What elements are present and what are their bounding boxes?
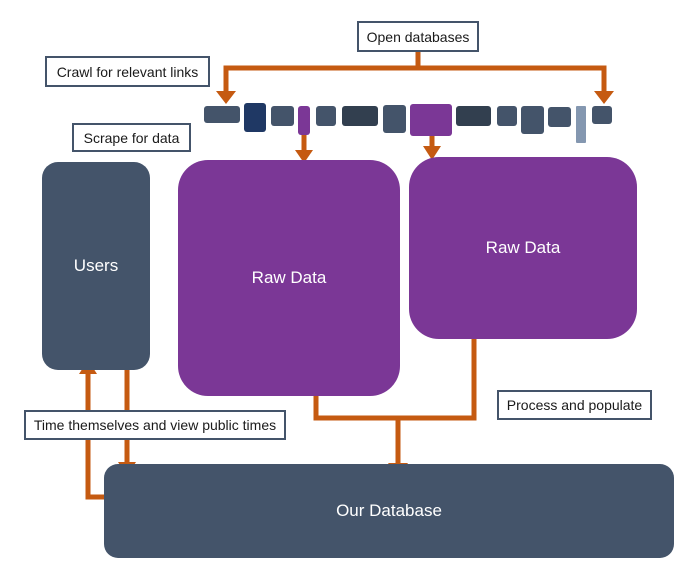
database-square-highlight[interactable] bbox=[298, 106, 310, 135]
users-label: Users bbox=[73, 256, 119, 275]
crawl-text: Crawl for relevant links bbox=[56, 63, 199, 80]
arrowhead-raw-right bbox=[423, 146, 441, 160]
database-square[interactable] bbox=[521, 106, 544, 134]
raw-data-block-right: Raw Data bbox=[409, 157, 637, 339]
time-view-label: Time themselves and view public times bbox=[24, 410, 286, 440]
database-square[interactable] bbox=[456, 106, 491, 126]
our-database-block: Our Database bbox=[104, 464, 674, 558]
database-square[interactable] bbox=[548, 107, 571, 127]
database-square[interactable] bbox=[244, 103, 266, 132]
database-square[interactable] bbox=[204, 106, 240, 123]
database-square[interactable] bbox=[342, 106, 378, 126]
database-square[interactable] bbox=[576, 106, 586, 143]
raw-data-label-left: Raw Data bbox=[251, 268, 327, 287]
arrowhead-open-right bbox=[594, 91, 614, 104]
database-square[interactable] bbox=[497, 106, 517, 126]
open-databases-label: Open databases bbox=[357, 21, 479, 52]
time-view-text: Time themselves and view public times bbox=[33, 417, 277, 433]
process-text: Process and populate bbox=[506, 397, 643, 413]
arrowhead-raw-left bbox=[295, 150, 313, 163]
process-label: Process and populate bbox=[497, 390, 652, 420]
scrape-label: Scrape for data bbox=[72, 123, 191, 152]
crawl-label: Crawl for relevant links bbox=[45, 56, 210, 87]
open-databases-text: Open databases bbox=[366, 28, 470, 45]
raw-data-block-left: Raw Data bbox=[178, 160, 400, 396]
our-database-label: Our Database bbox=[336, 501, 442, 520]
arrowhead-open-left bbox=[216, 91, 236, 104]
database-square-highlight[interactable] bbox=[410, 104, 452, 136]
raw-data-label-right: Raw Data bbox=[485, 238, 561, 257]
scrape-text: Scrape for data bbox=[83, 129, 180, 146]
open-databases-bracket bbox=[223, 65, 607, 92]
database-square[interactable] bbox=[316, 106, 336, 126]
merge-line bbox=[313, 338, 477, 421]
database-square[interactable] bbox=[383, 105, 406, 133]
database-square[interactable] bbox=[271, 106, 294, 126]
users-block: Users bbox=[42, 162, 150, 370]
database-square[interactable] bbox=[592, 106, 612, 124]
